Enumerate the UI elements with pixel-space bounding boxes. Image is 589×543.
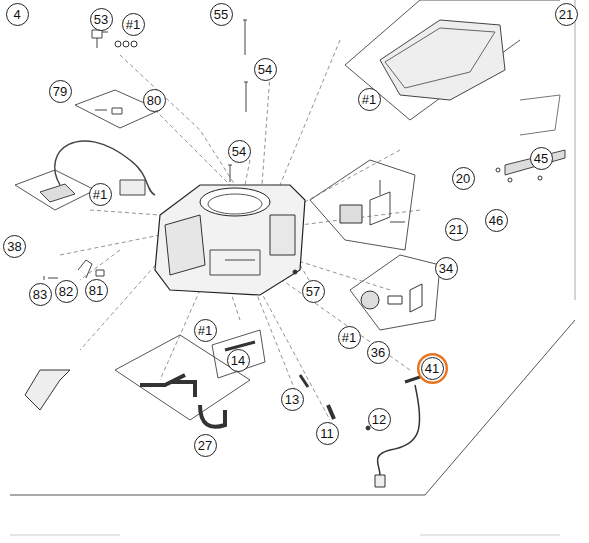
callout-number: 38 — [3, 235, 26, 258]
callout-number: 13 — [281, 388, 304, 411]
callout-number: 34 — [435, 257, 458, 280]
callout-number: #1 — [122, 13, 145, 36]
callout-number: 53 — [90, 8, 113, 31]
callout-number: #1 — [358, 88, 381, 111]
callout-number: #1 — [338, 326, 361, 349]
callout-number: 14 — [227, 349, 250, 372]
callout-number: 81 — [85, 279, 108, 302]
callout-number: 82 — [55, 280, 78, 303]
callout-number: 79 — [49, 80, 72, 103]
callout-number: 12 — [368, 408, 391, 431]
callout-number: 21 — [555, 3, 578, 26]
callout-number: 54 — [228, 140, 251, 163]
callout-number: 27 — [194, 434, 217, 457]
callout-number: 21 — [445, 218, 468, 241]
callout-number: 11 — [316, 422, 339, 445]
callout-number: #1 — [194, 319, 217, 342]
callout-number: 83 — [29, 283, 52, 306]
callout-number: 46 — [485, 209, 508, 232]
callout-number: 57 — [302, 280, 325, 303]
callout-number: 55 — [210, 3, 233, 26]
callout-number: 45 — [530, 147, 553, 170]
callout-number: 80 — [143, 89, 166, 112]
callout-number: #1 — [89, 183, 112, 206]
callout-number: 54 — [254, 58, 277, 81]
callout-number: 41 — [421, 357, 444, 380]
callout-number: 4 — [6, 3, 29, 26]
callout-number: 36 — [367, 341, 390, 364]
callout-number: 20 — [452, 167, 475, 190]
